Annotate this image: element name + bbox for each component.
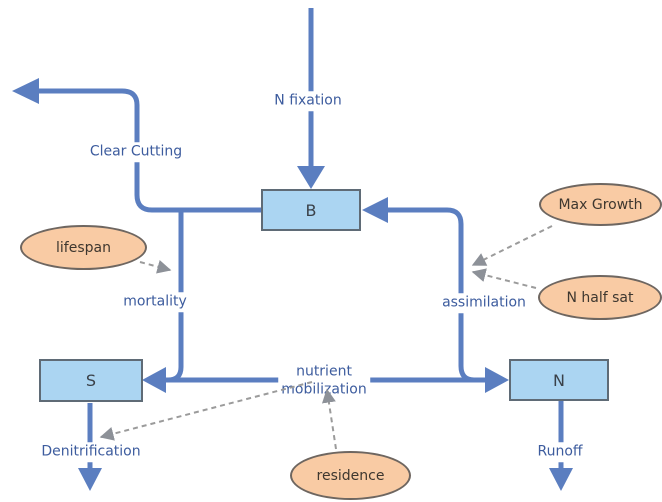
param-lifespan[interactable]: lifespan <box>20 225 147 270</box>
residence-to-mobilization-connector <box>321 388 337 450</box>
stock-n[interactable]: N <box>509 359 609 401</box>
param-max-growth[interactable]: Max Growth <box>539 183 662 226</box>
stock-s[interactable]: S <box>39 359 143 402</box>
param-lifespan-label: lifespan <box>56 239 111 256</box>
mobilization-to-denitrification-connector <box>99 381 313 441</box>
n-fixation-label-text: N fixation <box>274 92 342 109</box>
denitrification-arrowhead-icon <box>78 468 102 491</box>
n-fixation-arrowhead-icon <box>297 166 325 189</box>
param-n-half-sat-label: N half sat <box>566 289 634 306</box>
n-half-sat-to-assimilation-connector <box>471 268 537 289</box>
clear-cutting-arrowhead-icon <box>12 78 39 104</box>
into-s-arrowhead-icon <box>142 367 166 393</box>
denitrification-label-text: Denitrification <box>41 443 141 460</box>
into-n-arrowhead-icon <box>485 367 509 393</box>
runoff-label: Runoff <box>534 442 586 462</box>
param-max-growth-label: Max Growth <box>558 196 643 213</box>
clear-cutting-label: Clear Cutting <box>86 142 186 162</box>
assimilation-label: assimilation <box>439 293 529 313</box>
param-n-half-sat[interactable]: N half sat <box>538 275 662 320</box>
n-fixation-label: N fixation <box>271 91 345 111</box>
max-growth-to-assimilation-connector <box>471 225 553 266</box>
param-residence-label: residence <box>316 467 385 484</box>
mortality-label: mortality <box>120 292 190 312</box>
denitrification-label: Denitrification <box>38 442 144 462</box>
runoff-arrowhead-icon <box>549 468 573 491</box>
into-b-arrowhead-icon <box>362 197 388 223</box>
stock-n-label: N <box>553 370 565 390</box>
clear-cutting-label-text: Clear Cutting <box>89 143 183 160</box>
assimilation-flow-line <box>388 207 475 383</box>
runoff-label-text: Runoff <box>537 443 583 460</box>
mortality-label-text: mortality <box>123 293 187 310</box>
lifespan-to-mortality-connector <box>139 259 172 274</box>
stock-s-label: S <box>85 371 97 390</box>
param-residence[interactable]: residence <box>290 451 411 500</box>
stock-b-label: B <box>305 200 317 220</box>
nutrient-mobilization-label-line1: nutrient <box>296 363 352 380</box>
assimilation-label-text: assimilation <box>442 294 526 311</box>
stock-b[interactable]: B <box>261 189 361 231</box>
